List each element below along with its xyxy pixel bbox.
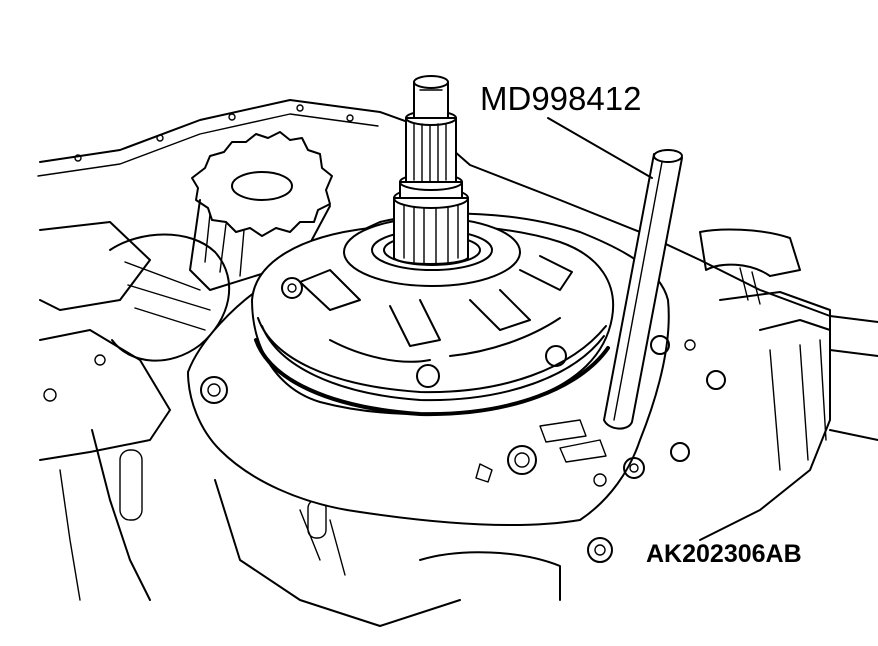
- leader-line: [547, 117, 653, 179]
- figure-code-label: AK202306AB: [646, 540, 802, 568]
- oil-pump-body: [251, 217, 615, 417]
- input-shaft: [393, 75, 469, 265]
- tool-part-number-label: MD998412: [480, 80, 642, 117]
- transmission-case: [37, 99, 878, 627]
- special-tool-rod: [603, 149, 683, 430]
